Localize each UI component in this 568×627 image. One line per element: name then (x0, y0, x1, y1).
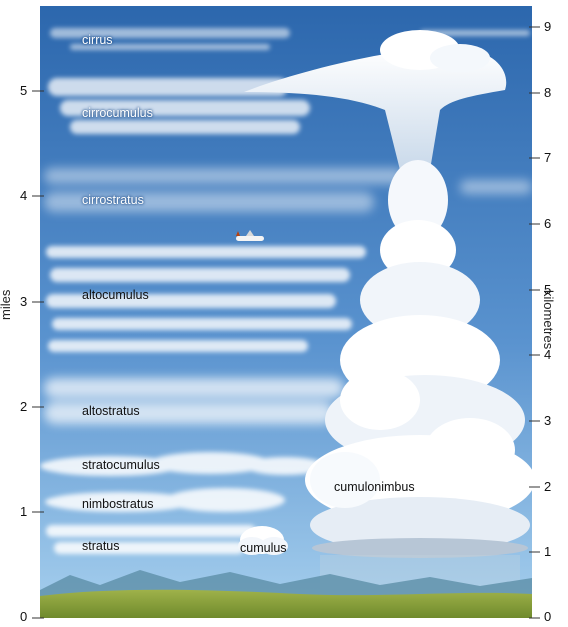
left-tick-label: 0 (20, 609, 28, 624)
nimbostratus-cloud (45, 488, 285, 512)
altocumulus-cloud (46, 246, 366, 352)
right-tick-label: 2 (544, 479, 552, 494)
cumulus-cloud (238, 526, 288, 555)
label-cumulus: cumulus (240, 541, 287, 555)
right-tick-label: 6 (544, 216, 552, 231)
right-tick-label: 4 (544, 347, 552, 362)
label-altostratus: altostratus (82, 404, 140, 418)
right-axis-title: kilometres (541, 290, 556, 350)
altostratus-cloud (44, 378, 344, 424)
label-cirrus: cirrus (82, 33, 113, 47)
left-axis-title: miles (0, 289, 13, 320)
label-nimbostratus: nimbostratus (82, 497, 154, 511)
stratus-cloud (46, 525, 256, 554)
right-tick-label: 7 (544, 150, 552, 165)
cirrus-cloud (50, 28, 530, 50)
right-tick-label: 5 (544, 282, 552, 297)
right-axis (529, 26, 540, 619)
label-cirrostratus: cirrostratus (82, 193, 144, 207)
airplane-icon (236, 230, 264, 241)
label-cumulonimbus: cumulonimbus (334, 480, 415, 494)
label-altocumulus: altocumulus (82, 288, 149, 302)
ground (40, 589, 532, 618)
left-tick-label: 1 (20, 504, 28, 519)
right-tick-label: 0 (544, 609, 552, 624)
label-cirrocumulus: cirrocumulus (82, 106, 153, 120)
right-tick-label: 1 (544, 544, 552, 559)
right-tick-label: 9 (544, 19, 552, 34)
cirrostratus-cloud (44, 168, 532, 212)
stratocumulus-cloud (40, 452, 325, 476)
left-tick-label: 2 (20, 399, 28, 414)
cirrocumulus-cloud (48, 78, 310, 134)
left-axis (32, 90, 44, 619)
label-stratus: stratus (82, 539, 120, 553)
left-tick-label: 4 (20, 188, 28, 203)
left-tick-label: 3 (20, 294, 28, 309)
right-tick-label: 8 (544, 85, 552, 100)
cumulonimbus-cloud (244, 30, 535, 558)
right-tick-label: 3 (544, 413, 552, 428)
label-stratocumulus: stratocumulus (82, 458, 160, 472)
left-tick-label: 5 (20, 83, 28, 98)
